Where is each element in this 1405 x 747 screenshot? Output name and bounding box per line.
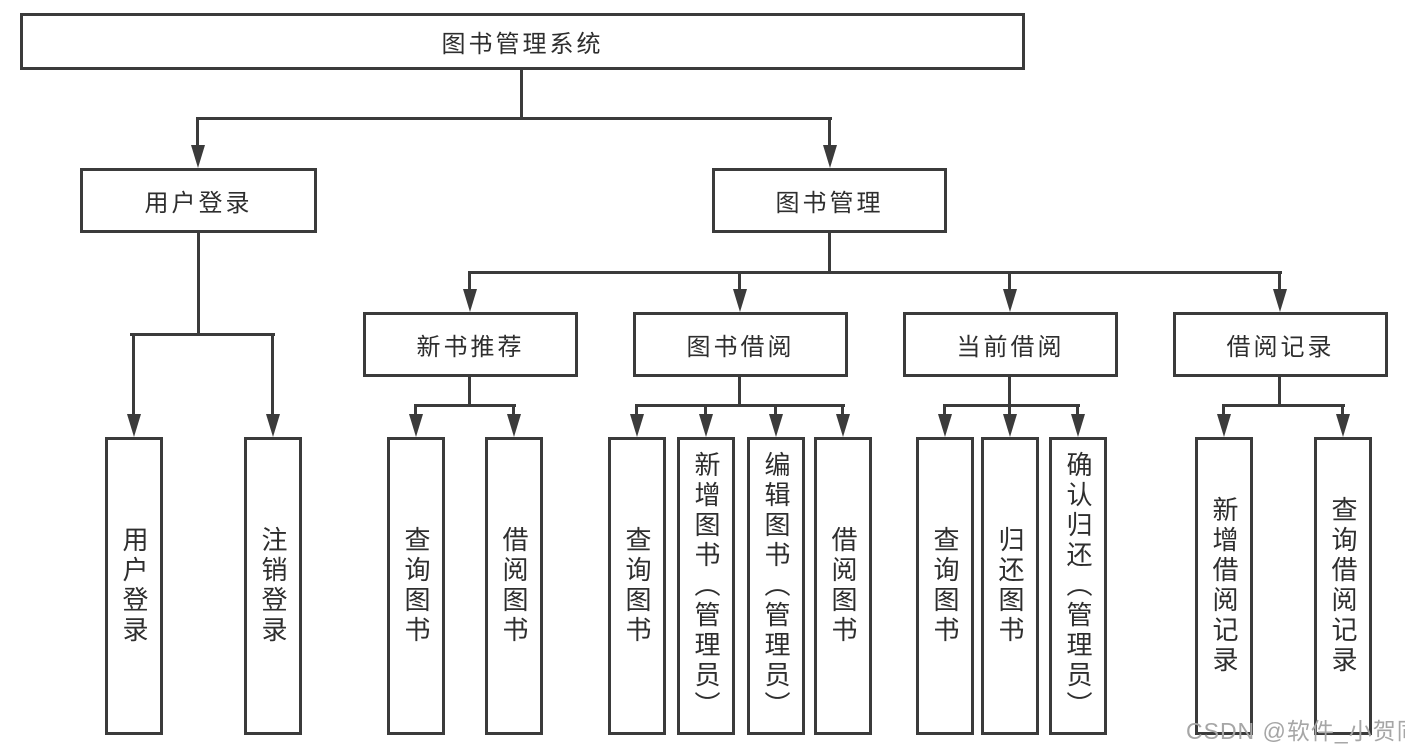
connector-level1-rail (196, 117, 832, 120)
connector-g4-leaf2-stem (1341, 404, 1344, 417)
arrowhead-g2-leaf2 (699, 414, 713, 437)
leaf-query-books-recommend: 查询图书 (387, 437, 445, 735)
arrowhead-g2-leaf3 (769, 414, 783, 437)
connector-book-borrow-stub (738, 377, 741, 406)
connector-g3-leaf1-stem (943, 404, 946, 417)
arrowhead-g3-leaf1 (938, 414, 952, 437)
node-book-borrowing: 图书借阅 (633, 312, 848, 377)
arrowhead-g3-leaf2 (1003, 414, 1017, 437)
leaf-add-book-admin: 新增图书（管理员） (677, 437, 735, 735)
leaf-query-books-borrowing: 查询图书 (608, 437, 666, 735)
connector-g2-leaf3-stem (774, 404, 777, 417)
connector-g3-leaf3-stem (1076, 404, 1079, 417)
arrowhead-new-book (463, 289, 477, 312)
connector-borrow-records-stub (1278, 377, 1281, 406)
node-root: 图书管理系统 (20, 13, 1025, 70)
connector-book-borrow-rail (635, 404, 845, 407)
arrowhead-borrow-records (1273, 289, 1287, 312)
arrowhead-user-login (191, 145, 205, 168)
arrowhead-g4-leaf2 (1336, 414, 1350, 437)
connector-new-book-rail (414, 404, 516, 407)
connector-level2-rail (468, 271, 1282, 274)
connector-user-login-rail (130, 333, 275, 336)
leaf-confirm-return-admin: 确认归还（管理员） (1049, 437, 1107, 735)
node-user-login: 用户登录 (80, 168, 317, 233)
watermark: CSDN @软件_小贺同学 (1186, 718, 1405, 744)
connector-new-book-stem (468, 271, 471, 293)
connector-borrow-records-stem (1278, 271, 1281, 293)
connector-book-mgmt-stub (828, 232, 831, 273)
arrowhead-g2-leaf1 (630, 414, 644, 437)
connector-current-borrow-stub (1008, 377, 1011, 406)
node-current-borrowing: 当前借阅 (903, 312, 1118, 377)
arrowhead-leaf-user-login (127, 414, 141, 437)
arrowhead-g2-leaf4 (836, 414, 850, 437)
leaf-user-login: 用户登录 (105, 437, 163, 735)
connector-g2-leaf4-stem (841, 404, 844, 417)
node-new-book-recommend: 新书推荐 (363, 312, 578, 377)
connector-new-book-stub (468, 377, 471, 406)
arrowhead-book-borrow (733, 289, 747, 312)
arrowhead-leaf-logout (266, 414, 280, 437)
connector-leaf-user-login-stem (132, 333, 135, 417)
arrowhead-book-mgmt (823, 145, 837, 168)
arrowhead-g4-leaf1 (1217, 414, 1231, 437)
connector-g1-leaf1-stem (414, 404, 417, 417)
connector-user-login-stub (197, 232, 200, 336)
arrowhead-g3-leaf3 (1071, 414, 1085, 437)
connector-user-login-stem (196, 117, 199, 148)
connector-g2-leaf2-stem (704, 404, 707, 417)
connector-current-borrow-rail (943, 404, 1080, 407)
leaf-edit-book-admin: 编辑图书（管理员） (747, 437, 805, 735)
leaf-query-books-current: 查询图书 (916, 437, 974, 735)
leaf-borrow-books-recommend: 借阅图书 (485, 437, 543, 735)
connector-book-mgmt-stem (828, 117, 831, 148)
leaf-logout: 注销登录 (244, 437, 302, 735)
connector-book-borrow-stem (738, 271, 741, 293)
leaf-add-borrow-record: 新增借阅记录 (1195, 437, 1253, 735)
leaf-query-borrow-record: 查询借阅记录 (1314, 437, 1372, 735)
arrowhead-current-borrow (1003, 289, 1017, 312)
connector-g2-leaf1-stem (635, 404, 638, 417)
node-borrowing-records: 借阅记录 (1173, 312, 1388, 377)
leaf-borrow-books-borrowing: 借阅图书 (814, 437, 872, 735)
connector-leaf-logout-stem (271, 333, 274, 417)
connector-g4-leaf1-stem (1222, 404, 1225, 417)
connector-root-stub (520, 70, 523, 120)
connector-borrow-records-rail (1222, 404, 1345, 407)
arrowhead-g1-leaf2 (507, 414, 521, 437)
arrowhead-g1-leaf1 (409, 414, 423, 437)
connector-current-borrow-stem (1008, 271, 1011, 293)
connector-g1-leaf2-stem (512, 404, 515, 417)
leaf-return-books: 归还图书 (981, 437, 1039, 735)
connector-g3-leaf2-stem (1008, 404, 1011, 417)
node-book-management: 图书管理 (712, 168, 947, 233)
